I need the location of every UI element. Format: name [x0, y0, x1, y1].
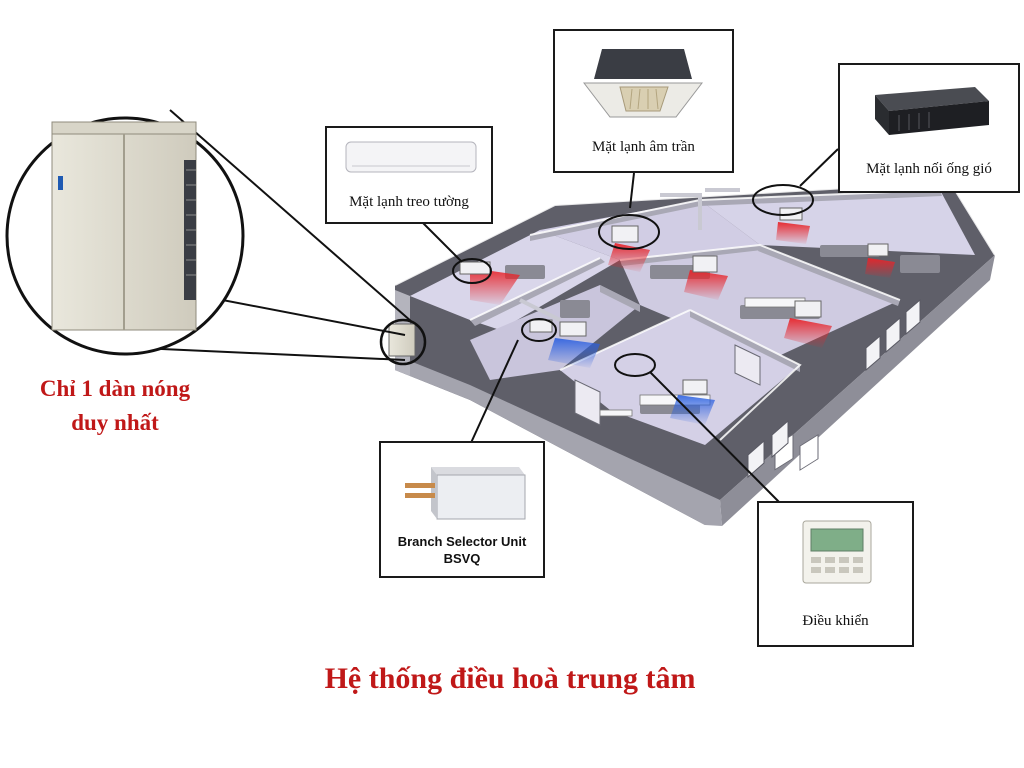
branch-selector-label-line2: BSVQ — [443, 551, 481, 566]
leader-lines — [409, 148, 839, 506]
cassette-unit-callout: Mặt lạnh âm trần — [553, 29, 734, 173]
page-title: Hệ thống điều hoà trung tâm — [324, 662, 696, 695]
indoor-units — [459, 207, 895, 425]
cassette-unit-label: Mặt lạnh âm trần — [592, 139, 695, 155]
controller-icon — [802, 520, 872, 584]
branch-selector-icon — [405, 467, 526, 520]
building-floorplan — [388, 180, 996, 526]
controller-callout: Điều khiển — [757, 501, 914, 647]
outdoor-unit-icon — [51, 121, 197, 331]
cassette-unit-icon — [582, 49, 704, 118]
outdoor-unit-magnifier — [5, 109, 427, 366]
wall-unit-label: Mặt lạnh treo tường — [349, 194, 469, 210]
branch-selector-callout: Branch Selector Unit BSVQ — [379, 441, 545, 578]
duct-unit-icon — [875, 87, 989, 135]
outdoor-note-line2: duy nhất — [71, 410, 159, 435]
branch-selector-label-line1: Branch Selector Unit — [397, 534, 527, 549]
wall-unit-icon — [345, 141, 477, 173]
controller-label: Điều khiển — [802, 613, 869, 629]
small-outdoor-unit — [388, 323, 416, 357]
outdoor-unit-note: Chỉ 1 dàn nóng duy nhất — [10, 372, 220, 440]
wall-unit-callout: Mặt lạnh treo tường — [325, 126, 493, 224]
outdoor-note-line1: Chỉ 1 dàn nóng — [39, 376, 191, 401]
duct-unit-callout: Mặt lạnh nối ống gió — [838, 63, 1020, 193]
duct-unit-label: Mặt lạnh nối ống gió — [866, 161, 992, 177]
